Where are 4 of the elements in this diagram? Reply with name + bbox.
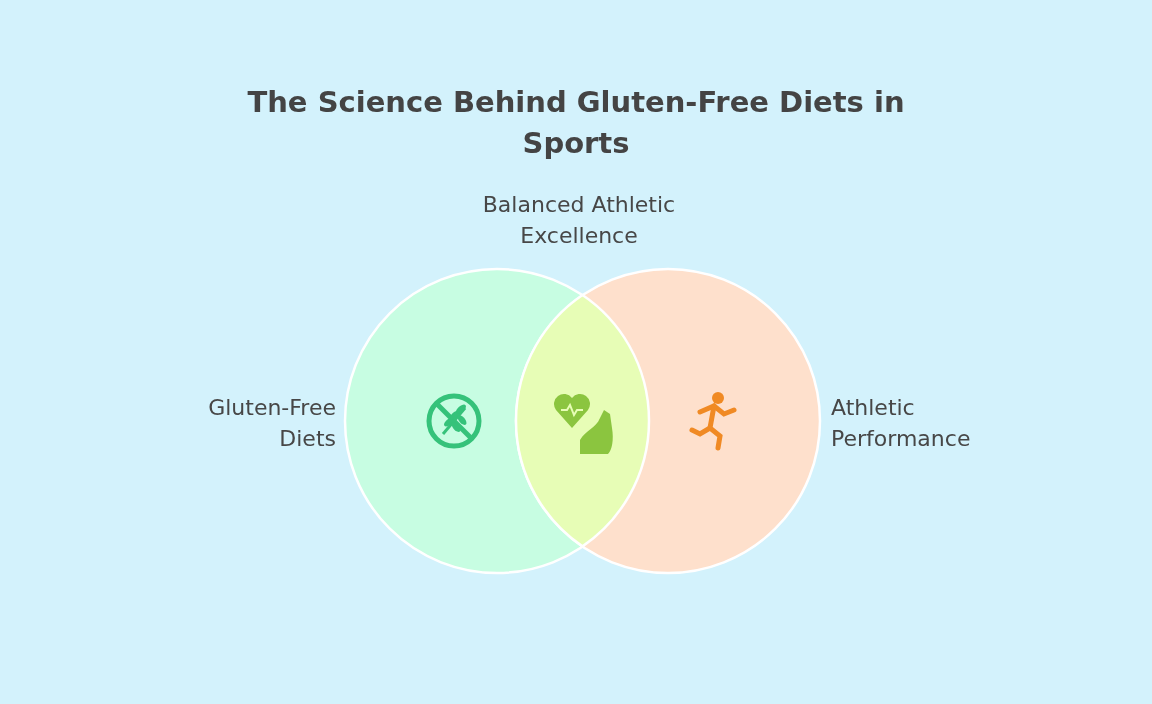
venn-label: Balanced Athletic Excellence — [481, 191, 677, 250]
venn-label: Athletic Performance — [831, 394, 972, 453]
venn-label: Gluten-Free Diets — [207, 394, 336, 453]
diagram-title: The Science Behind Gluten-Free Diets in Sports — [246, 84, 906, 162]
